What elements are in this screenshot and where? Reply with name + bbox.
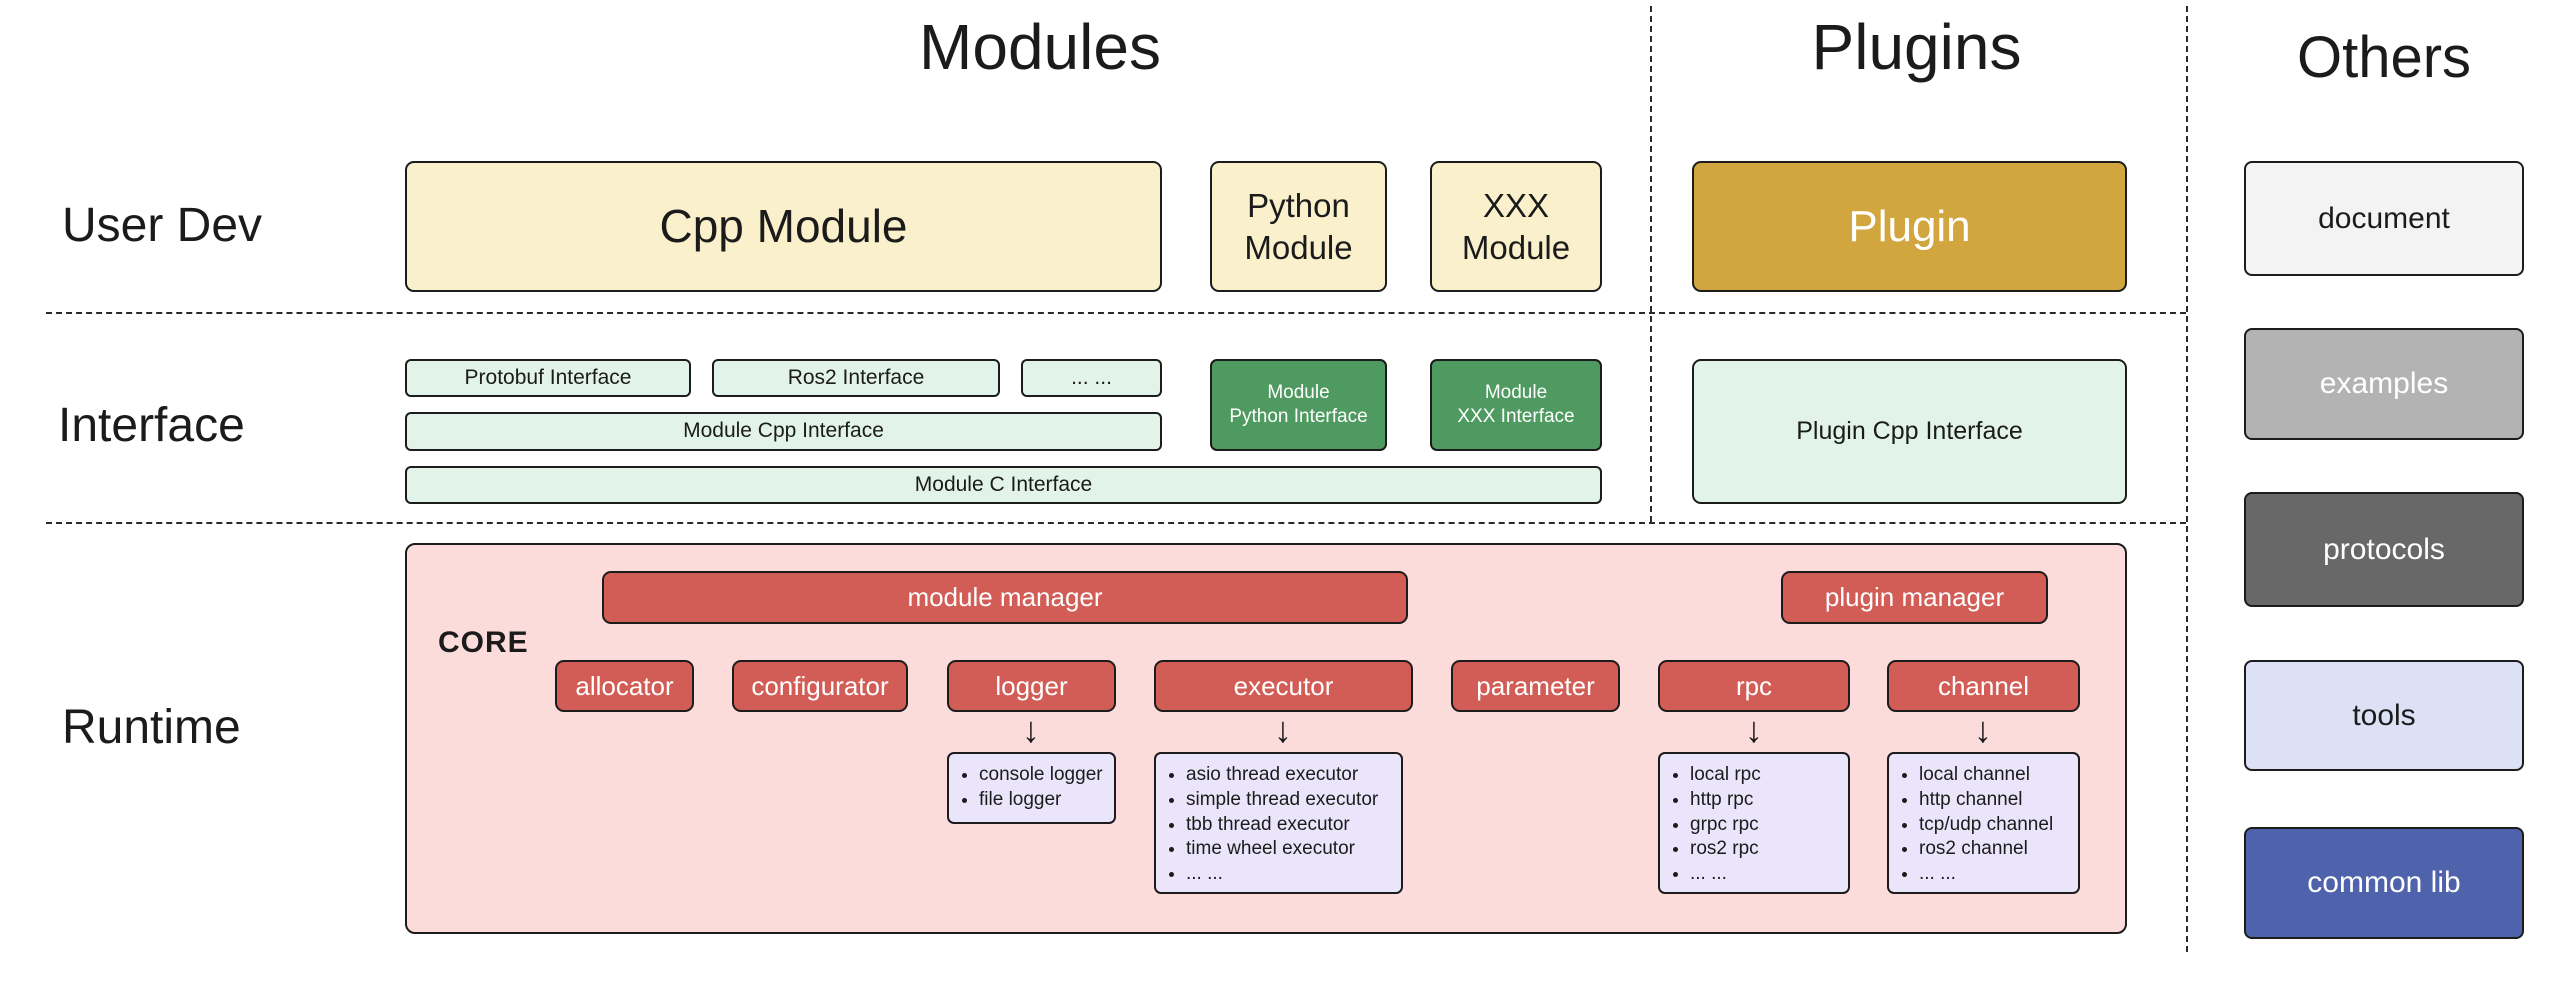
component-executor: executor [1154,660,1413,712]
divider-userdev-interface [46,312,2186,314]
list-item: asio thread executor [1186,763,1393,787]
component-logger: logger [947,660,1116,712]
ellipsis-interface-box: ... ... [1021,359,1162,397]
row-label-runtime: Runtime [62,701,241,754]
list-item: grpc rpc [1690,813,1840,837]
list-item: http channel [1919,788,2070,812]
python-module-box: Python Module [1210,161,1387,292]
list-item: http rpc [1690,788,1840,812]
bullet-list: local rpc http rpc grpc rpc ros2 rpc ...… [1664,763,1840,886]
list-item: ... ... [1186,862,1393,886]
row-label-interface: Interface [58,399,245,452]
down-arrow-icon: ↓ [1274,709,1292,750]
component-channel: channel [1887,660,2080,712]
module-cpp-interface-box: Module Cpp Interface [405,412,1162,451]
plugin-manager-box: plugin manager [1781,571,2048,624]
row-label-user-dev: User Dev [62,199,263,252]
core-label: CORE [438,626,529,659]
list-item: ros2 rpc [1690,837,1840,861]
divider-modules-plugins [1650,6,1652,522]
down-arrow-icon: ↓ [1745,709,1763,750]
module-c-interface-box: Module C Interface [405,466,1602,504]
list-item: ros2 channel [1919,837,2070,861]
list-item: ... ... [1919,862,2070,886]
down-arrow-icon: ↓ [1022,709,1040,750]
cpp-module-box: Cpp Module [405,161,1162,292]
channel-impl-list: local channel http channel tcp/udp chann… [1887,752,2080,894]
others-column-header: Others [2296,25,2472,90]
component-configurator: configurator [732,660,908,712]
bullet-list: console logger file logger [953,763,1106,812]
component-rpc: rpc [1658,660,1850,712]
down-arrow-icon: ↓ [1974,709,1992,750]
others-document-box: document [2244,161,2524,276]
others-examples-box: examples [2244,328,2524,440]
plugins-column-header: Plugins [1811,11,2022,83]
others-common-lib-box: common lib [2244,827,2524,939]
divider-plugins-others [2186,6,2188,952]
executor-impl-list: asio thread executor simple thread execu… [1154,752,1403,894]
module-manager-box: module manager [602,571,1408,624]
rpc-impl-list: local rpc http rpc grpc rpc ros2 rpc ...… [1658,752,1850,894]
list-item: ... ... [1690,862,1840,886]
component-parameter: parameter [1451,660,1620,712]
divider-interface-runtime [46,522,2186,524]
bullet-list: local channel http channel tcp/udp chann… [1893,763,2070,886]
others-tools-box: tools [2244,660,2524,771]
protobuf-interface-box: Protobuf Interface [405,359,691,397]
list-item: time wheel executor [1186,837,1393,861]
list-item: file logger [979,788,1106,812]
logger-impl-list: console logger file logger [947,752,1116,824]
ros2-interface-box: Ros2 Interface [712,359,1000,397]
module-xxx-interface-box: Module XXX Interface [1430,359,1602,451]
list-item: local rpc [1690,763,1840,787]
list-item: tcp/udp channel [1919,813,2070,837]
component-allocator: allocator [555,660,694,712]
list-item: tbb thread executor [1186,813,1393,837]
others-protocols-box: protocols [2244,492,2524,607]
module-python-interface-box: Module Python Interface [1210,359,1387,451]
xxx-module-box: XXX Module [1430,161,1602,292]
bullet-list: asio thread executor simple thread execu… [1160,763,1393,886]
list-item: simple thread executor [1186,788,1393,812]
plugin-cpp-interface-box: Plugin Cpp Interface [1692,359,2127,504]
modules-column-header: Modules [919,11,1161,83]
plugin-box: Plugin [1692,161,2127,292]
list-item: local channel [1919,763,2070,787]
list-item: console logger [979,763,1106,787]
